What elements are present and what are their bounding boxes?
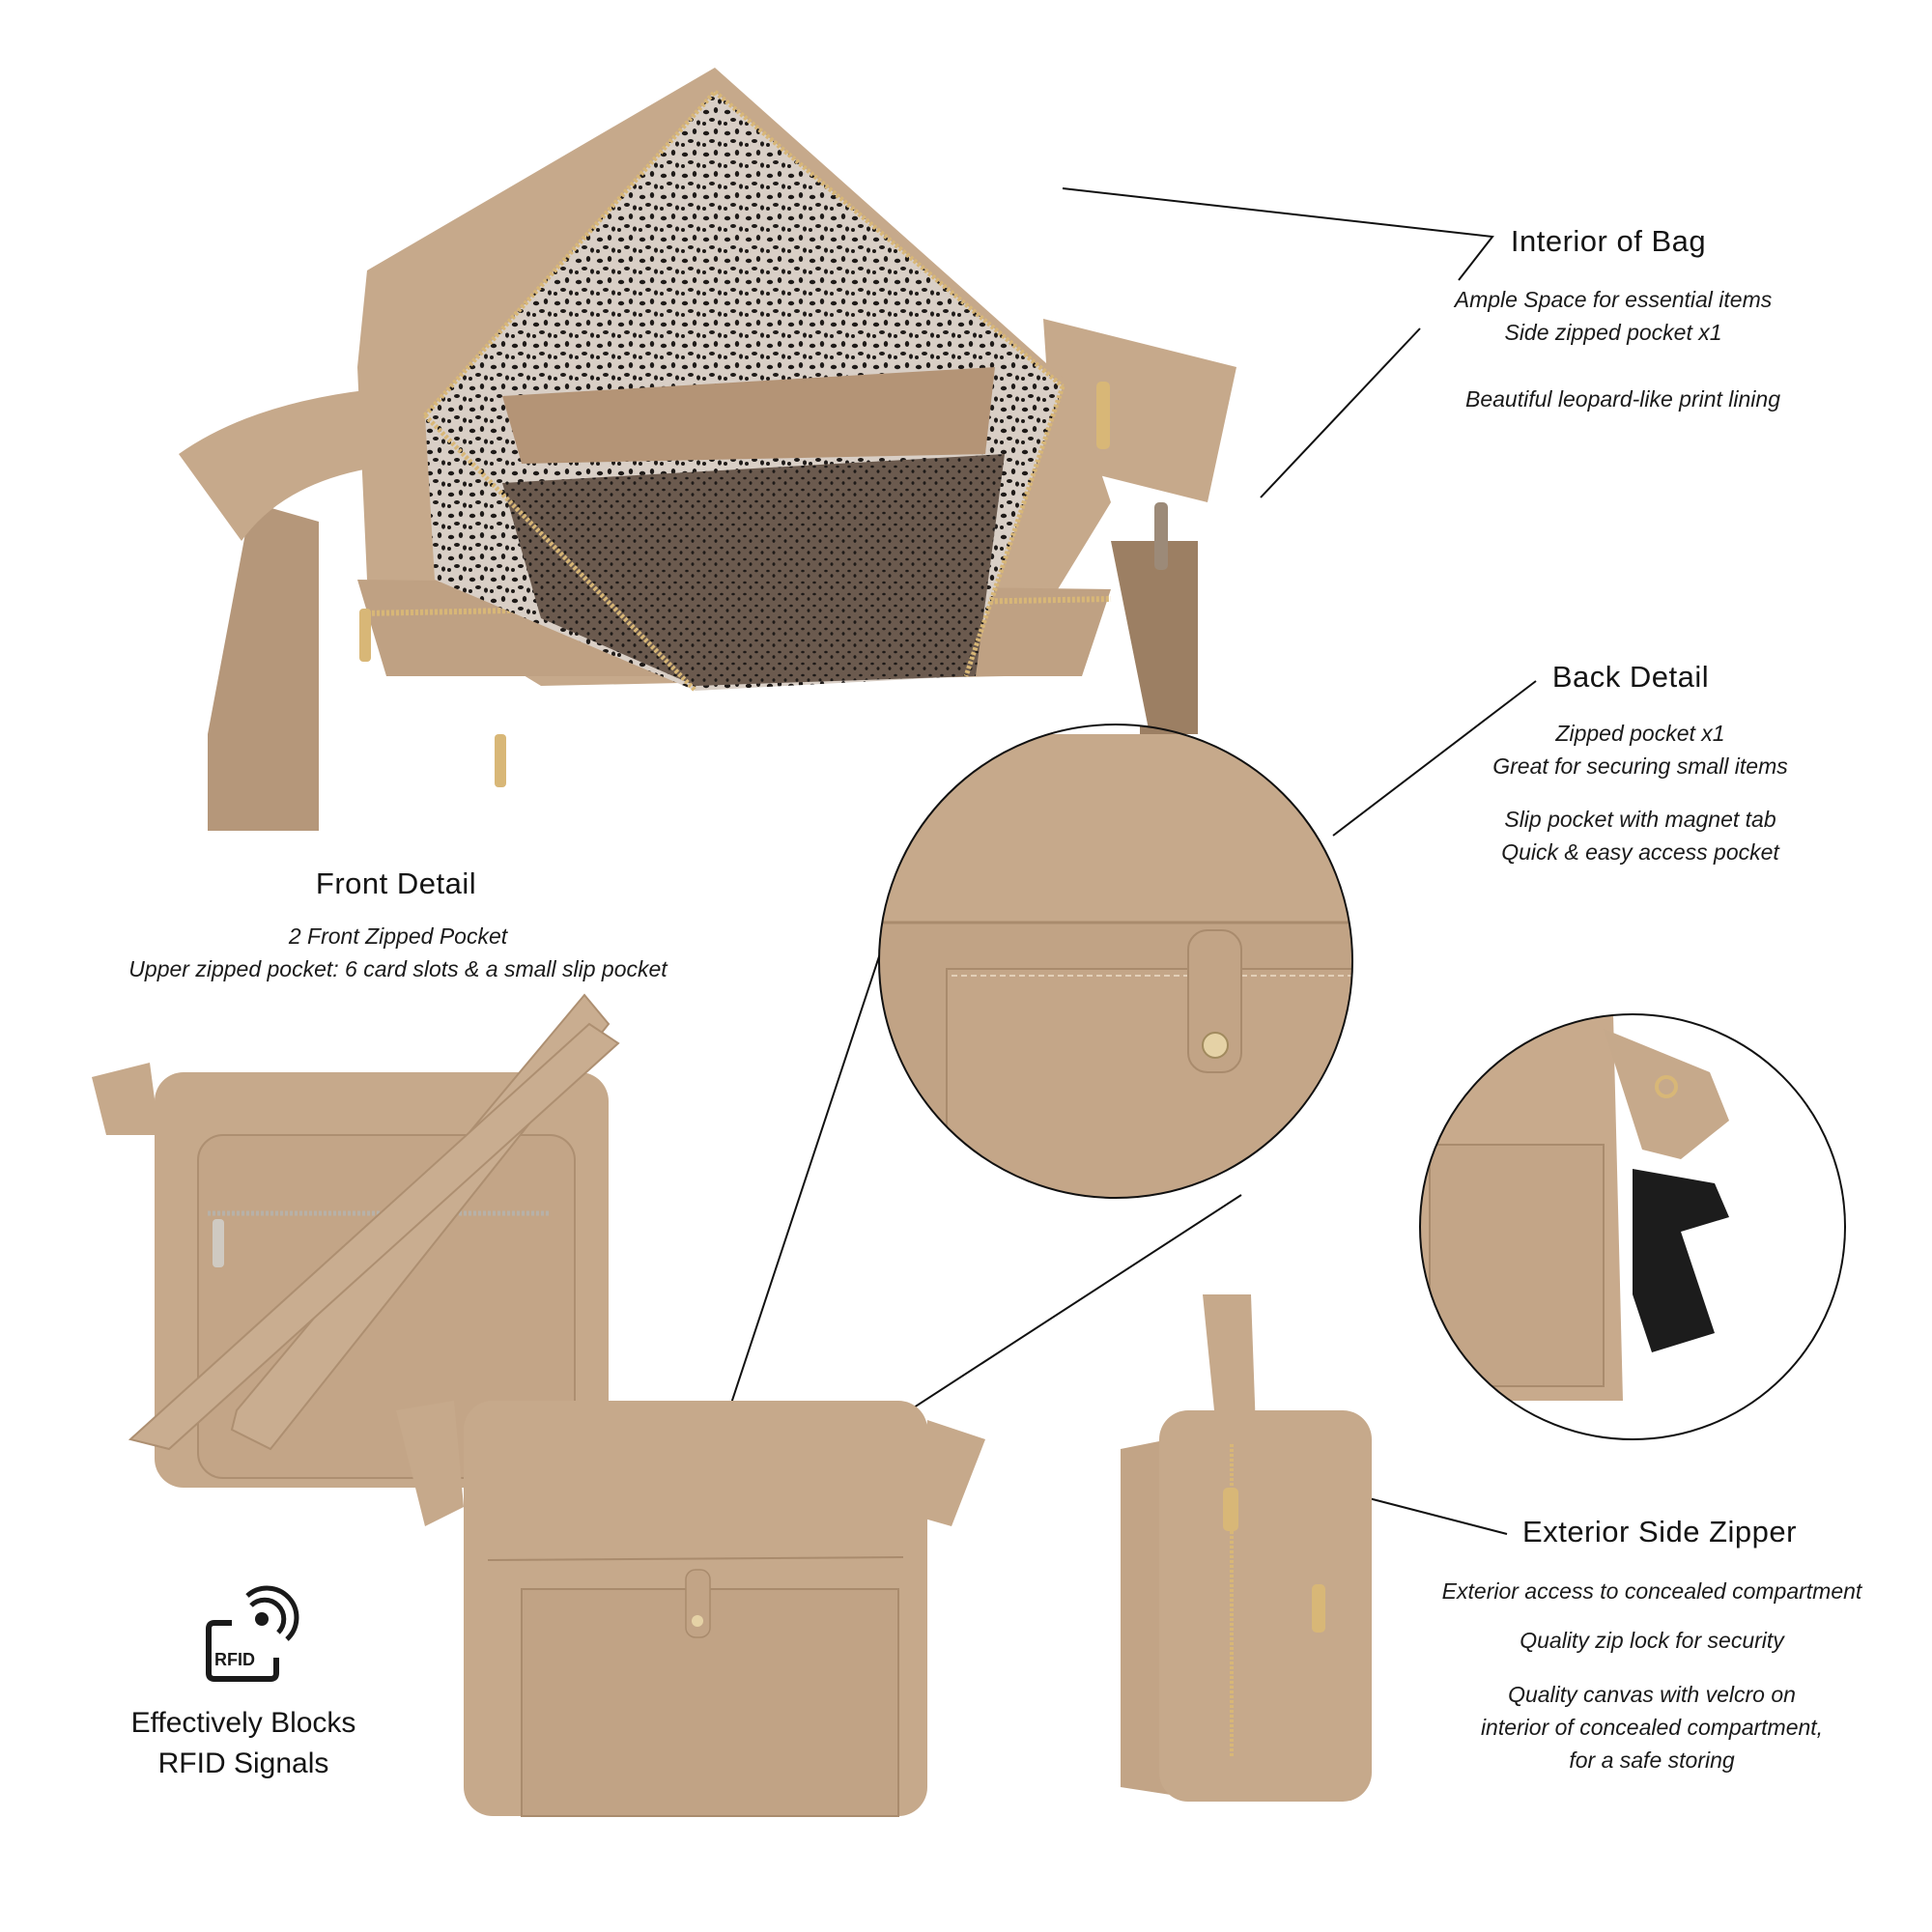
side-line-3: Quality canvas with velcro on	[1508, 1682, 1796, 1707]
concealed-compartment-zoom	[1420, 1014, 1845, 1439]
front-line-2: Upper zipped pocket: 6 card slots & a sm…	[128, 956, 668, 981]
back-line-4: Quick & easy access pocket	[1501, 839, 1779, 865]
back-bag-photo	[396, 1401, 985, 1817]
front-title: Front Detail	[315, 867, 477, 900]
interior-title: Interior of Bag	[1510, 224, 1707, 258]
interior-line-1: Ample Space for essential items	[1454, 287, 1773, 312]
back-line-2: Great for securing small items	[1492, 753, 1788, 779]
back-detail-zoom	[879, 724, 1352, 1198]
interior-bag-photo	[179, 68, 1236, 831]
interior-line-2: Side zipped pocket x1	[1504, 320, 1722, 345]
side-line-2: Quality zip lock for security	[1520, 1628, 1784, 1653]
side-line-4: interior of concealed compartment,	[1480, 1715, 1824, 1740]
rfid-icon	[206, 1585, 299, 1682]
rfid-caption: Effectively Blocks RFID Signals	[131, 1703, 356, 1784]
front-bag-photo	[92, 993, 620, 1488]
side-line-1: Exterior access to concealed compartment	[1441, 1578, 1862, 1604]
front-line-1: 2 Front Zipped Pocket	[288, 923, 508, 949]
rfid-icon-label: RFID	[214, 1650, 255, 1669]
back-line-3: Slip pocket with magnet tab	[1504, 807, 1776, 832]
back-line-1: Zipped pocket x1	[1555, 721, 1725, 746]
side-title: Exterior Side Zipper	[1522, 1515, 1797, 1548]
interior-line-3: Beautiful leopard-like print lining	[1464, 386, 1781, 412]
rfid-line-1: Effectively Blocks	[130, 1707, 356, 1739]
back-title: Back Detail	[1551, 660, 1710, 694]
side-line-5: for a safe storing	[1569, 1747, 1735, 1773]
side-bag-photo	[1121, 1294, 1372, 1802]
rfid-line-2: RFID Signals	[157, 1747, 329, 1779]
